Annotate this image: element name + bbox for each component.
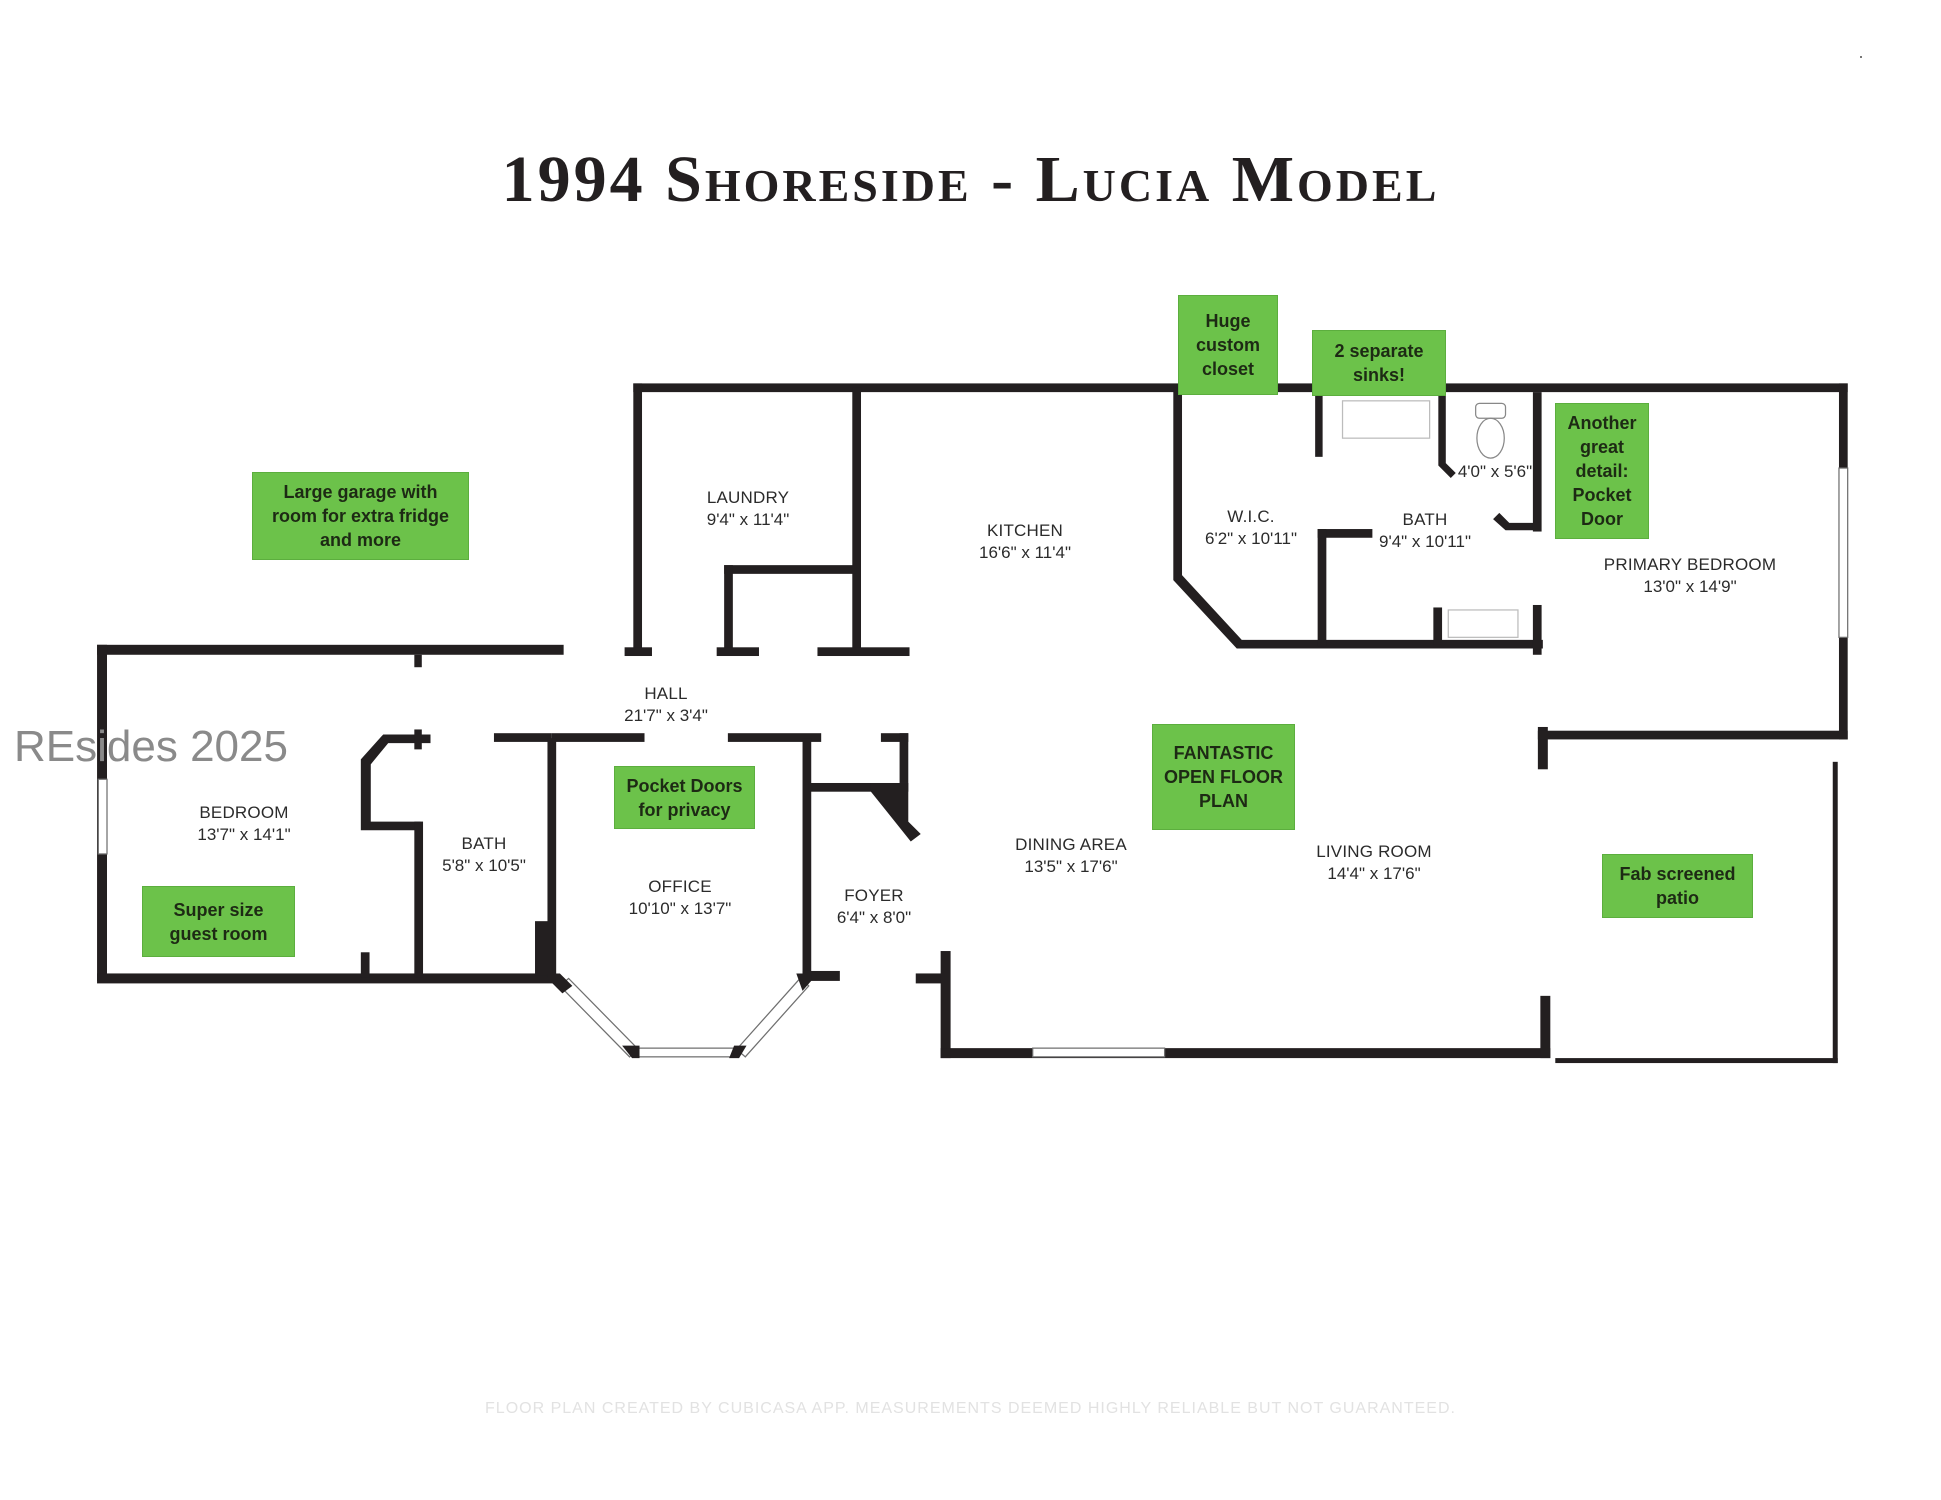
room-label-primary-bedroom: PRIMARY BEDROOM 13'0" x 14'9" — [1604, 554, 1776, 598]
note-closet: Huge custom closet — [1178, 295, 1278, 395]
room-dims: 21'7" x 3'4" — [624, 706, 708, 725]
room-label-guest-bath: BATH 5'8" x 10'5" — [442, 833, 526, 877]
window-primary-bedroom — [1838, 467, 1849, 638]
room-name: OFFICE — [648, 877, 712, 896]
room-name: W.I.C. — [1227, 507, 1275, 526]
note-patio: Fab screened patio — [1602, 854, 1753, 918]
room-dims: 6'4" x 8'0" — [836, 908, 912, 927]
note-open-plan: FANTASTIC OPEN FLOOR PLAN — [1152, 724, 1295, 830]
room-name: BATH — [1402, 510, 1448, 529]
room-name: LIVING ROOM — [1316, 842, 1432, 861]
toilet-tank-icon — [1475, 402, 1507, 419]
room-label-bedroom: BEDROOM 13'7" x 14'1" — [197, 802, 290, 846]
room-dims: 6'2" x 10'11" — [1205, 529, 1297, 548]
room-dims: 13'0" x 14'9" — [1643, 577, 1737, 596]
note-sinks: 2 separate sinks! — [1312, 330, 1446, 396]
window-office-left — [558, 977, 640, 1058]
room-dims: 5'8" x 10'5" — [442, 856, 526, 875]
room-name: PRIMARY BEDROOM — [1603, 555, 1777, 574]
office-bay-corners — [547, 973, 812, 1059]
toilet-bowl-icon — [1476, 417, 1505, 459]
room-name: HALL — [644, 684, 688, 703]
room-label-wic: W.I.C. 6'2" x 10'11" — [1205, 506, 1297, 550]
window-office-bottom — [636, 1047, 738, 1058]
room-label-water-closet: 4'0" x 5'6" — [1458, 461, 1532, 483]
window-dining — [1032, 1047, 1166, 1058]
room-name: LAUNDRY — [706, 488, 790, 507]
fixtures — [1341, 400, 1519, 638]
room-dims: 13'5" x 17'6" — [1024, 857, 1118, 876]
room-label-laundry: LAUNDRY 9'4" x 11'4" — [707, 487, 790, 531]
note-guest-room: Super size guest room — [142, 886, 295, 957]
window-office-right — [735, 977, 810, 1058]
room-name: BEDROOM — [199, 803, 289, 822]
room-label-foyer: FOYER 6'4" x 8'0" — [837, 885, 911, 929]
note-garage: Large garage with room for extra fridge … — [252, 472, 469, 560]
footer-disclaimer: FLOOR PLAN CREATED BY CUBICASA APP. MEAS… — [485, 1400, 1456, 1417]
room-name: DINING AREA — [1015, 835, 1127, 854]
room-name: BATH — [461, 834, 507, 853]
room-dims: 14'4" x 17'6" — [1327, 864, 1421, 883]
room-dims: 16'6" x 11'4" — [979, 543, 1071, 562]
room-label-hall: HALL 21'7" x 3'4" — [624, 683, 708, 727]
plan-title: 1994 Shoreside - Lucia Model — [501, 143, 1440, 216]
stray-mark — [1860, 56, 1862, 58]
watermark: REsides 2025 — [14, 722, 288, 771]
room-label-office: OFFICE 10'10" x 13'7" — [629, 876, 732, 920]
room-label-living: LIVING ROOM 14'4" x 17'6" — [1316, 841, 1432, 885]
vanity-sink-bottom-icon — [1447, 609, 1519, 638]
room-name: FOYER — [844, 886, 904, 905]
room-dims: 9'4" x 10'11" — [1379, 532, 1471, 551]
room-label-kitchen: KITCHEN 16'6" x 11'4" — [979, 520, 1071, 564]
note-privacy: Pocket Doors for privacy — [614, 766, 755, 829]
room-name: KITCHEN — [986, 521, 1064, 540]
note-pocket-door: Another great detail: Pocket Door — [1555, 403, 1649, 539]
vanity-sink-top-icon — [1341, 400, 1431, 439]
room-dims: 13'7" x 14'1" — [197, 825, 291, 844]
room-label-dining: DINING AREA 13'5" x 17'6" — [1015, 834, 1127, 878]
room-label-primary-bath: BATH 9'4" x 10'11" — [1379, 509, 1471, 553]
room-dims: 9'4" x 11'4" — [706, 510, 790, 529]
room-dims: 4'0" x 5'6" — [1457, 462, 1533, 481]
room-dims: 10'10" x 13'7" — [628, 899, 732, 918]
window-guest-bedroom — [97, 778, 108, 855]
